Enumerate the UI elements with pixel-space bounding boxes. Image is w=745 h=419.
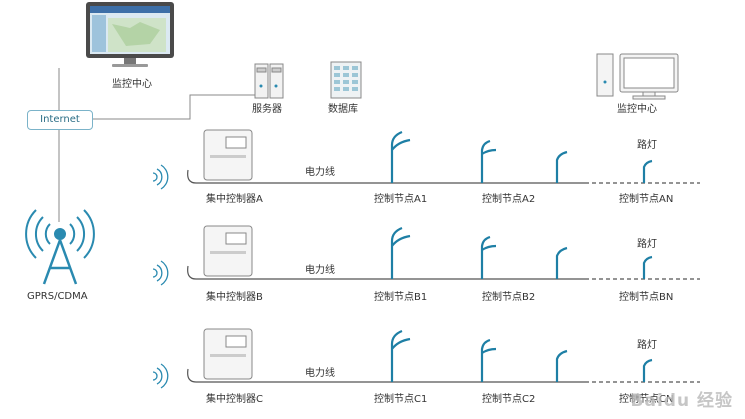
street-lamp-label: 路灯 xyxy=(637,239,657,250)
node-label: 控制节点B2 xyxy=(482,292,536,303)
node-label: 控制节点BN xyxy=(619,292,674,303)
node-label: 控制节点A2 xyxy=(482,194,536,205)
power-line-label: 电力线 xyxy=(305,167,335,178)
node-label: 控制节点AN xyxy=(619,194,674,205)
database-label: 数据库 xyxy=(328,104,358,115)
node-label: 控制节点C1 xyxy=(374,394,428,405)
node-label: 控制节点CN xyxy=(619,394,674,405)
gprs-label: GPRS/CDMA xyxy=(27,291,88,302)
node-label: 控制节点C2 xyxy=(482,394,536,405)
concentrator-label: 集中控制器C xyxy=(206,394,263,405)
power-line-label: 电力线 xyxy=(305,368,335,379)
power-line-label: 电力线 xyxy=(305,265,335,276)
server-label: 服务器 xyxy=(252,104,282,115)
node-label: 控制节点B1 xyxy=(374,292,428,303)
backbone-lines xyxy=(58,68,255,222)
street-lamp-label: 路灯 xyxy=(637,340,657,351)
internet-node: Internet xyxy=(27,110,93,130)
baidu-watermark: Baidu 经验 xyxy=(630,391,733,411)
database-icon xyxy=(330,61,362,99)
monitor-icon xyxy=(86,2,174,67)
concentrator-label: 集中控制器B xyxy=(206,292,263,303)
desktop-computer-icon xyxy=(596,53,679,100)
row-b-graphics xyxy=(152,225,700,286)
row-a-graphics xyxy=(152,129,700,190)
monitor-center-top-label: 监控中心 xyxy=(112,79,152,90)
server-icon xyxy=(254,63,284,99)
street-lamp-label: 路灯 xyxy=(637,140,657,151)
row-c-graphics xyxy=(152,328,700,389)
node-label: 控制节点A1 xyxy=(374,194,428,205)
monitor-center-right-label: 监控中心 xyxy=(617,104,657,115)
antenna-icon xyxy=(25,209,95,285)
concentrator-label: 集中控制器A xyxy=(206,194,263,205)
